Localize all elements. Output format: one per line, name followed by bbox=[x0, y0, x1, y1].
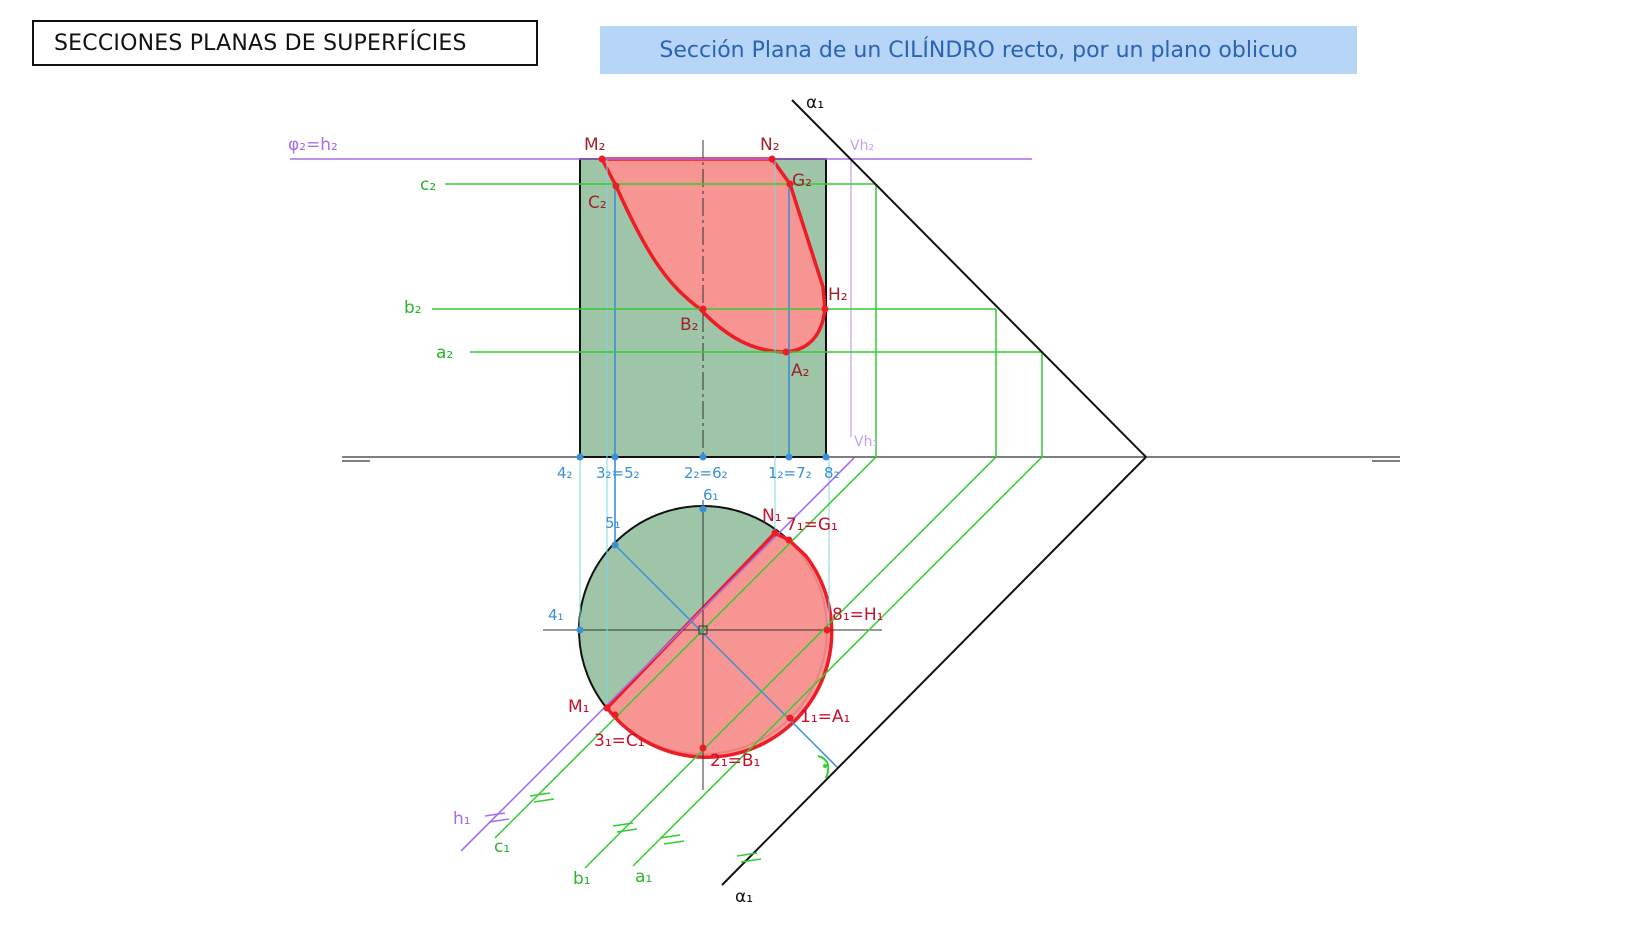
label-3-1-C1: 3₁=C₁ bbox=[594, 731, 645, 751]
page-title: SECCIONES PLANAS DE SUPERFÍCIES bbox=[54, 30, 467, 56]
label-2-2-6-2: 2₂=6₂ bbox=[684, 464, 728, 482]
label-5-1: 5₁ bbox=[605, 514, 621, 532]
label-a2: a₂ bbox=[436, 343, 453, 363]
label-2-1-B1: 2₁=B₁ bbox=[710, 751, 760, 771]
label-8-1-H1: 8₁=H₁ bbox=[832, 605, 883, 625]
label-1-2-7-2: 1₂=7₂ bbox=[768, 464, 812, 482]
line-h1 bbox=[460, 457, 855, 852]
label-7-1-G1: 7₁=G₁ bbox=[786, 515, 838, 535]
alpha1-trace bbox=[721, 456, 1147, 886]
label-b1: b₁ bbox=[573, 869, 591, 889]
section-points bbox=[598, 155, 831, 752]
label-M2: M₂ bbox=[584, 135, 605, 155]
label-G2: G₂ bbox=[792, 171, 812, 191]
perpendicular-dot bbox=[823, 764, 827, 768]
perpendicular-symbol bbox=[817, 755, 830, 779]
section-plan bbox=[605, 531, 834, 759]
label-phi2-h2: φ₂=h₂ bbox=[288, 135, 338, 155]
green-horizontals bbox=[432, 183, 1043, 869]
label-M1: M₁ bbox=[568, 697, 589, 717]
label-alpha1-top: α₁ bbox=[806, 93, 824, 113]
plan-center-mark bbox=[698, 625, 708, 635]
label-b2: b₂ bbox=[404, 298, 422, 318]
parallel-ticks bbox=[484, 792, 762, 863]
label-alpha1-bottom: α₁ bbox=[735, 887, 753, 907]
blue-projectors bbox=[614, 184, 790, 545]
cyan-projectors bbox=[579, 159, 830, 708]
label-c1: c₁ bbox=[494, 837, 510, 857]
title-box: SECCIONES PLANAS DE SUPERFÍCIES bbox=[32, 20, 538, 66]
subtitle-box: Sección Plana de un CILÍNDRO recto, por … bbox=[600, 26, 1357, 74]
label-6-1: 6₁ bbox=[703, 486, 719, 504]
label-C2: C₂ bbox=[588, 193, 607, 213]
diameter-5-1 bbox=[614, 544, 839, 769]
label-3-2-5-2: 3₂=5₂ bbox=[596, 464, 640, 482]
ground-points bbox=[576, 453, 830, 634]
label-N2: N₂ bbox=[760, 135, 780, 155]
label-1-1-A1: 1₁=A₁ bbox=[800, 707, 850, 727]
label-a1: a₁ bbox=[635, 867, 652, 887]
page-subtitle: Sección Plana de un CILÍNDRO recto, por … bbox=[659, 37, 1298, 63]
alpha2-trace bbox=[791, 99, 1147, 458]
label-vh2: Vh₂ bbox=[850, 138, 874, 154]
label-N1: N₁ bbox=[762, 506, 782, 526]
label-8-2: 8₂ bbox=[824, 464, 840, 482]
label-4-2: 4₂ bbox=[557, 464, 573, 482]
section-elevation bbox=[600, 157, 827, 354]
label-A2: A₂ bbox=[791, 361, 809, 381]
label-4-1: 4₁ bbox=[548, 606, 564, 624]
label-B2: B₂ bbox=[680, 315, 698, 335]
label-H2: H₂ bbox=[828, 285, 848, 305]
label-c2: c₂ bbox=[420, 175, 436, 195]
label-h1: h₁ bbox=[453, 809, 471, 829]
label-vh1: Vh₁ bbox=[854, 434, 878, 450]
